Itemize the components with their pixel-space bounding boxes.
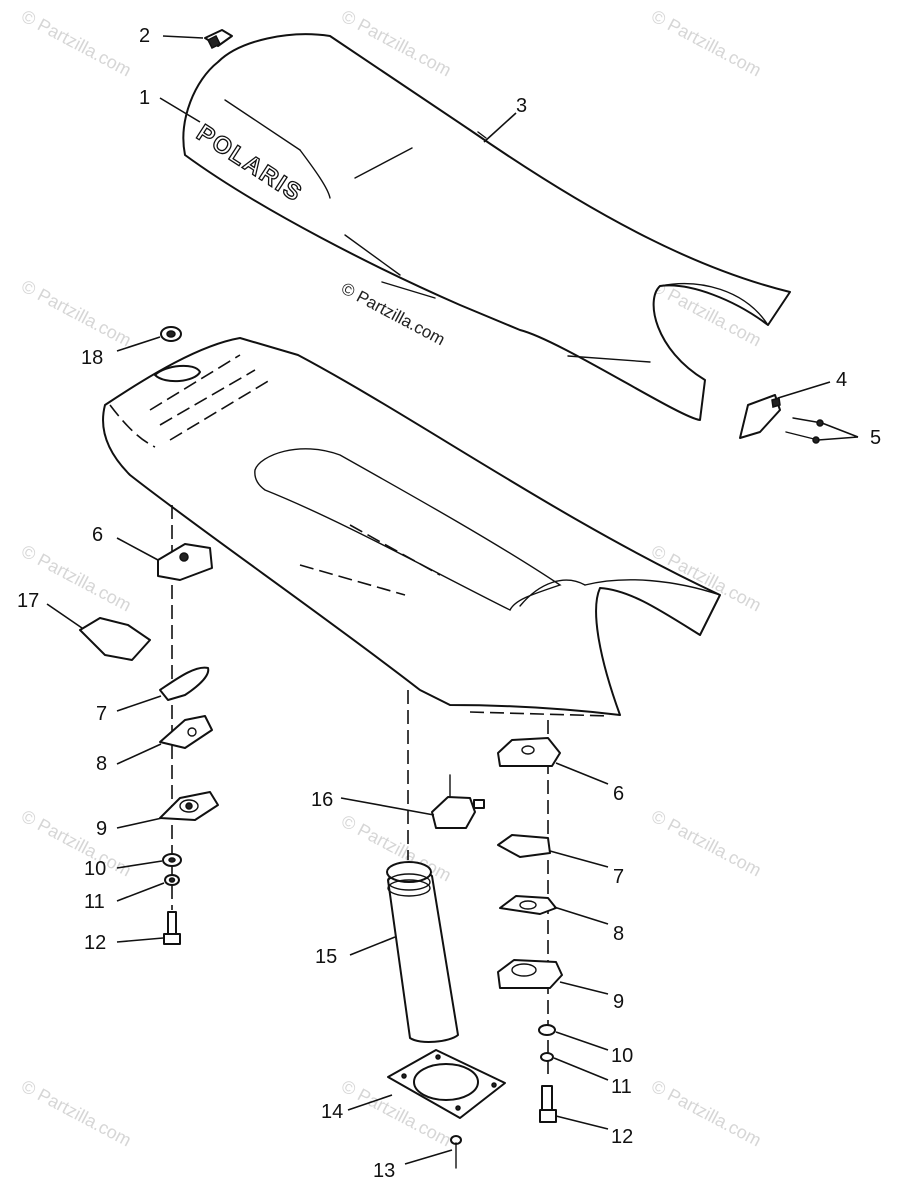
callout-2: 2: [139, 25, 150, 47]
callout-15: 15: [315, 946, 337, 968]
callout-13: 13: [373, 1160, 395, 1182]
callout-12-right: 12: [611, 1126, 633, 1148]
tube-gasket: [387, 1049, 506, 1119]
callout-16: 16: [311, 789, 333, 811]
left-base-plate: [159, 791, 219, 821]
left-washer: [162, 853, 182, 867]
callout-18: 18: [81, 347, 103, 369]
right-lock-washer: [540, 1052, 554, 1062]
right-plate: [499, 895, 557, 915]
callout-7: 7: [96, 703, 107, 725]
callout-7-right: 7: [613, 866, 624, 888]
watermark: © Partzilla.com: [18, 806, 134, 881]
callout-labels: 1 2 3 4 5 6 17 7 8 9 10 11 12 18 16 6 7 …: [17, 25, 881, 1182]
grommet: [160, 326, 182, 342]
left-spacer-block: [157, 543, 213, 581]
bracket: [739, 394, 781, 439]
callout-14: 14: [321, 1101, 343, 1123]
left-spring-clip: [159, 666, 210, 701]
callout-17: 17: [17, 590, 39, 612]
callout-8: 8: [96, 753, 107, 775]
callout-3: 3: [516, 95, 527, 117]
callout-10-right: 10: [611, 1045, 633, 1067]
callout-8-right: 8: [613, 923, 624, 945]
watermark: © Partzilla.com: [648, 1076, 764, 1151]
left-lock-washer: [164, 874, 180, 886]
callout-11: 11: [84, 891, 105, 913]
callout-5: 5: [870, 427, 881, 449]
gasket-screw: [450, 1135, 462, 1169]
left-bolt: [163, 911, 181, 945]
screws: [785, 417, 824, 444]
right-bolt: [539, 1085, 557, 1123]
left-plate: [159, 715, 213, 749]
callout-4: 4: [836, 369, 847, 391]
seat-clip: [204, 29, 233, 50]
seat-base: [101, 337, 721, 717]
latch-assembly: [431, 774, 485, 829]
right-base-plate: [497, 959, 563, 989]
callout-9-right: 9: [613, 991, 624, 1013]
watermark: © Partzilla.com: [648, 6, 764, 81]
callout-11-right: 11: [611, 1076, 632, 1098]
callout-10: 10: [84, 858, 106, 880]
watermark: © Partzilla.com: [18, 1076, 134, 1151]
callout-6: 6: [92, 524, 103, 546]
storage-tube: [386, 861, 459, 1043]
callout-1: 1: [139, 87, 150, 109]
left-clip: [79, 617, 151, 661]
watermark: © Partzilla.com: [18, 6, 134, 81]
seat-cover: POLARIS: [182, 33, 791, 421]
callout-6-right: 6: [613, 783, 624, 805]
right-spacer-block: [497, 737, 561, 767]
callout-12: 12: [84, 932, 106, 954]
callout-9: 9: [96, 818, 107, 840]
leader-lines: [46, 35, 859, 1165]
right-washer: [538, 1024, 556, 1036]
watermark: © Partzilla.com: [648, 806, 764, 881]
right-spring-clip: [497, 834, 551, 858]
watermark: © Partzilla.com: [18, 276, 134, 351]
